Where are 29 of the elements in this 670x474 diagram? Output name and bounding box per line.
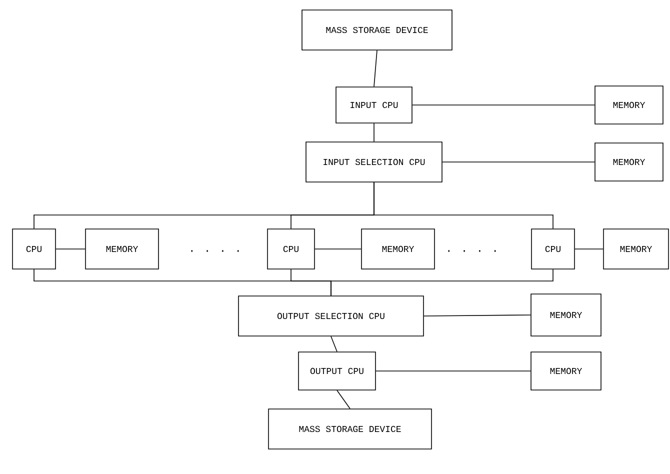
process-box: CPU [267,228,315,270]
ellipsis-dots: . . . . [191,250,239,252]
connector-line [424,314,531,316]
connector-line [314,248,362,250]
connector-line [336,390,350,409]
process-box: MEMORY [85,228,159,270]
process-box: CPU [531,228,575,270]
process-box: MASS STORAGE DEVICE [268,408,432,450]
connector-line [330,269,554,296]
process-box: INPUT CPU [336,86,412,124]
process-box: MEMORY [594,142,664,182]
process-box: MEMORY [530,294,602,336]
connector-line [374,182,554,229]
connector-line [374,50,378,87]
process-box: OUTPUT CPU [298,352,376,390]
ellipsis-dots: . . . . [448,250,496,252]
connector-line [330,336,338,352]
process-box: OUTPUT SELECTION CPU [238,296,424,336]
connector-line [56,248,86,250]
process-box: INPUT SELECTION CPU [306,142,442,182]
process-box: MEMORY [530,352,602,390]
connector-line [574,248,604,250]
process-box: MEMORY [603,228,669,270]
connector-line [376,370,531,372]
process-box: MEMORY [361,228,435,270]
connector-line [412,104,595,106]
process-box: MASS STORAGE DEVICE [302,10,452,50]
process-box: CPU [12,228,56,270]
process-box: MEMORY [594,86,664,124]
